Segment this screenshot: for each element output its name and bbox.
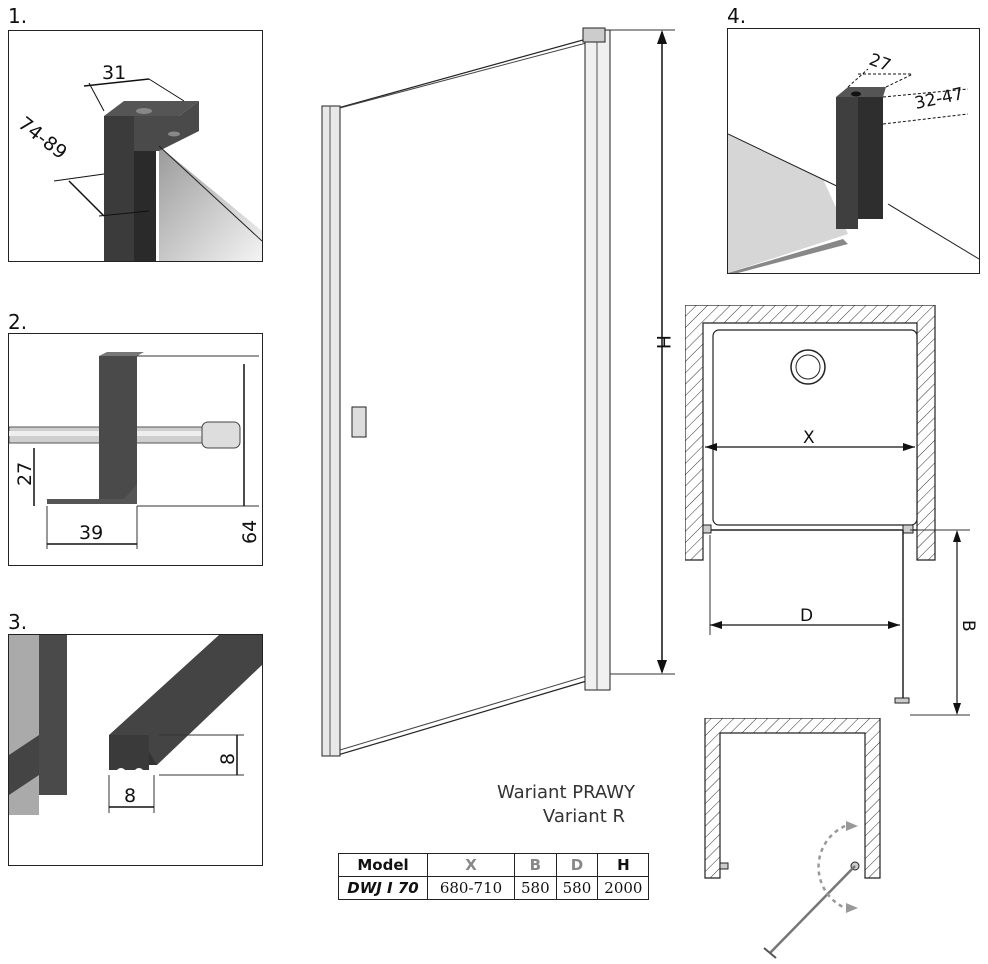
- detail-3-label: 3.: [8, 610, 28, 634]
- cell-x: 680-710: [427, 876, 515, 900]
- door-left-profile: [321, 105, 341, 757]
- spec-row: DWJ I 70 680-710 580 580 2000: [338, 876, 650, 900]
- detail-2-label: 2.: [8, 310, 28, 334]
- dim-64: 64: [239, 520, 261, 544]
- swing-door-line: [769, 865, 856, 954]
- detail-4-label: 4.: [727, 4, 747, 28]
- variant-line-2: Variant R: [542, 806, 625, 827]
- variant-line-1: Wariant PRAWY: [496, 782, 635, 803]
- swing-arc: [817, 824, 846, 910]
- cell-h: 2000: [597, 876, 650, 900]
- door-elevation: H: [321, 27, 675, 757]
- cell-model: DWJ I 70: [338, 876, 428, 900]
- dim-8-height: 8: [217, 753, 239, 765]
- dim-x: X: [803, 428, 815, 448]
- cell-b: 580: [514, 876, 557, 900]
- dim-8-width: 8: [124, 785, 136, 807]
- header-b: B: [514, 853, 557, 877]
- cell-d: 580: [555, 876, 599, 900]
- header-d: D: [555, 853, 599, 877]
- width-dim-line: [83, 78, 150, 87]
- spec-table: Model X B D H DWJ I 70 680-710 580 580 2…: [338, 853, 650, 900]
- dim-39: 39: [79, 522, 103, 544]
- shower-tray: [712, 329, 918, 526]
- detail-1-drawing: 31 74-89: [14, 62, 262, 261]
- detail-3-panel: 8 8: [8, 634, 263, 866]
- dim-31: 31: [102, 62, 126, 84]
- swing-walls: [704, 718, 881, 879]
- plan-walls: [685, 305, 936, 561]
- door-handle: [351, 406, 367, 438]
- spec-header-row: Model X B D H: [338, 853, 650, 877]
- detail-4-drawing: 27 32-47: [728, 50, 979, 273]
- header-h: H: [597, 853, 650, 877]
- dim-74-89: 74-89: [14, 113, 71, 164]
- detail-3-drawing: 8 8: [9, 635, 262, 815]
- dim-h: H: [652, 335, 674, 349]
- header-model: Model: [338, 853, 428, 877]
- detail-2-panel: 64 27 39: [8, 333, 263, 566]
- dim-27-top: 27: [866, 50, 893, 76]
- swing-plan: [704, 718, 881, 959]
- dim-b: B: [958, 620, 978, 632]
- detail-1-panel: 31 74-89: [8, 30, 263, 262]
- door-glass: [337, 37, 591, 756]
- dim-27: 27: [14, 462, 36, 486]
- dim-d: D: [800, 606, 813, 626]
- detail-2-drawing: 64 27 39: [9, 352, 261, 549]
- detail-1-label: 1.: [8, 4, 28, 28]
- detail-4-panel: 27 32-47: [727, 28, 980, 274]
- header-x: X: [427, 853, 515, 877]
- dim-32-47: 32-47: [913, 84, 965, 114]
- plan-view: X D B: [685, 305, 978, 716]
